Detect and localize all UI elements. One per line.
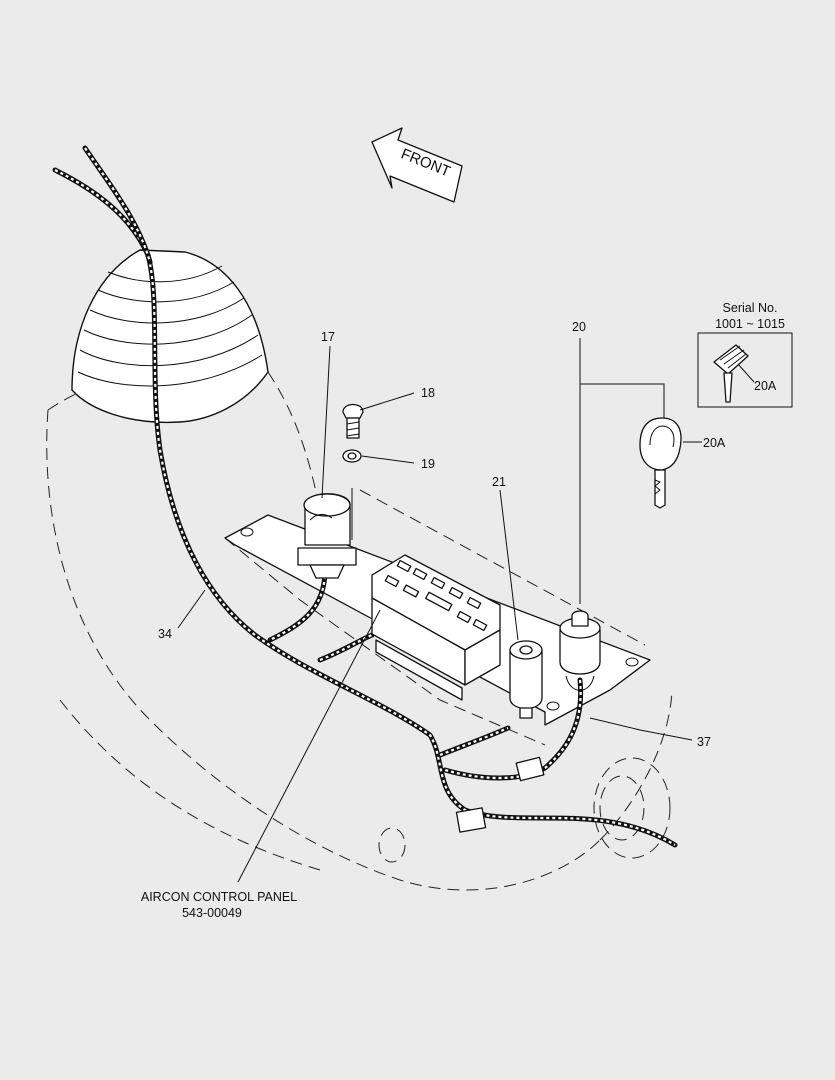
front-arrow-icon: FRONT [371,127,463,203]
serial-inset: Serial No. 1001 ~ 1015 20A [697,301,793,408]
aircon-name-label: AIRCON CONTROL PANEL [141,890,297,904]
wire-harness-34 [52,145,678,848]
aircon-part-number: 543-00049 [182,906,242,920]
lever-boot [71,249,269,424]
callout-37: 37 [697,735,711,749]
callout-21: 21 [492,475,506,489]
screw-18 [342,403,364,439]
callout-20a: 20A [703,436,726,450]
connector-34 [455,807,487,833]
callout-20: 20 [572,320,586,334]
wire-harness-37 [442,677,584,833]
serial-title: Serial No. [723,301,778,315]
callout-34: 34 [158,627,172,641]
washer-19 [342,449,362,463]
serial-range: 1001 ~ 1015 [715,317,785,331]
callout-17: 17 [321,330,335,344]
aircon-control-panel [371,554,501,701]
aircon-buttons [384,559,488,632]
serial-inset-frame [697,332,793,408]
lighter-21 [509,640,543,719]
key-20a-icon [639,417,682,509]
inset-callout-20a: 20A [754,379,777,393]
connector-37 [515,756,545,782]
starter-switch-20 [559,610,601,691]
leader-lines [177,338,702,883]
switch-17 [297,488,357,579]
callout-labels: 17 18 19 20 20A 21 34 37 AIRCON CONTROL … [141,320,726,920]
callout-19: 19 [421,457,435,471]
callout-18: 18 [421,386,435,400]
